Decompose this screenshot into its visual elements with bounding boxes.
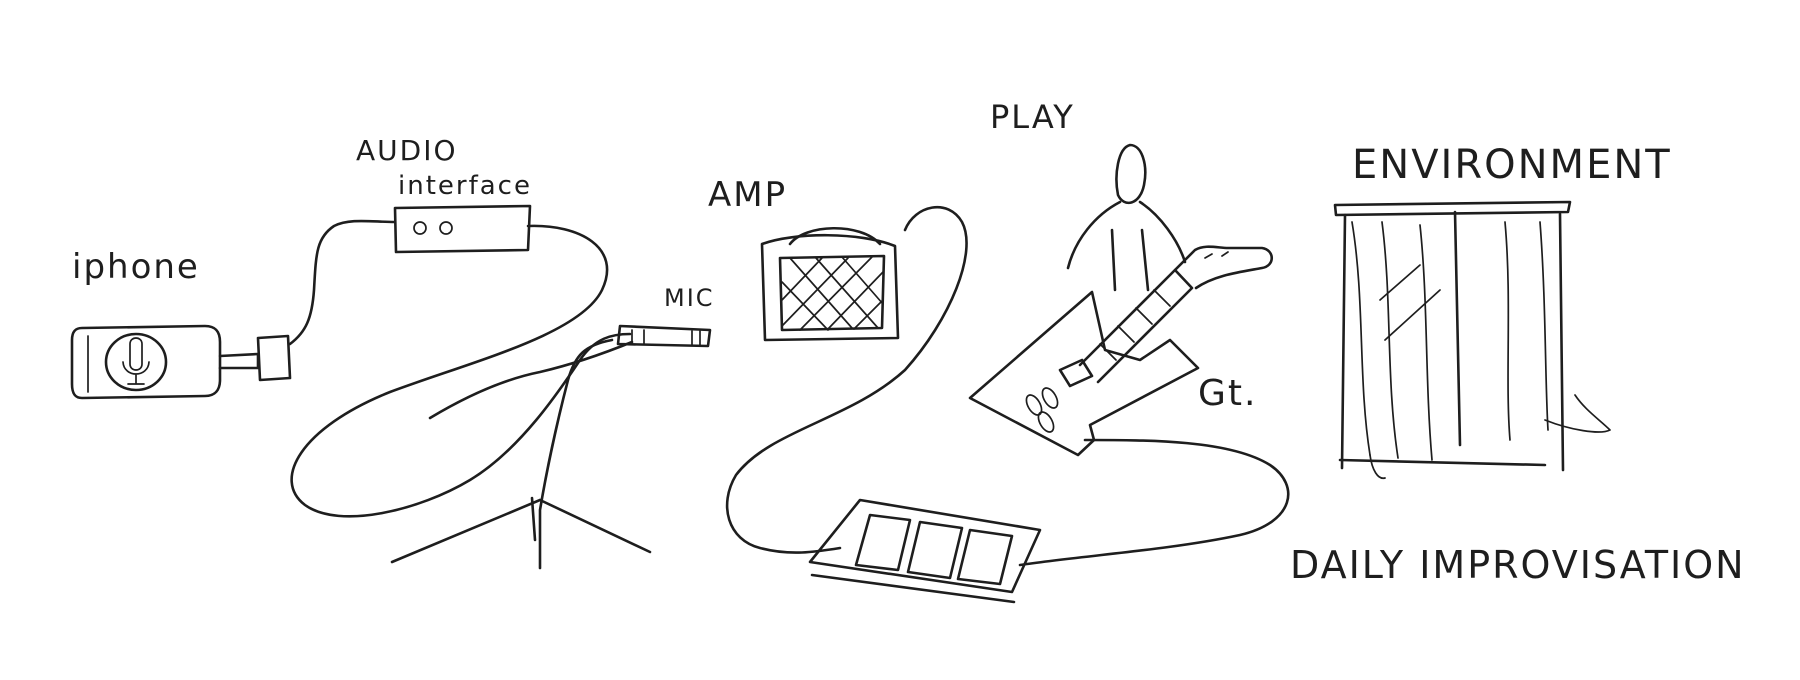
cable-interface-to-mic <box>290 224 632 518</box>
microphone-on-stand-icon <box>390 324 712 570</box>
label-iphone: iphone <box>72 247 200 287</box>
label-environment: ENVIRONMENT <box>1352 142 1672 188</box>
audio-interface-box-icon <box>393 204 532 254</box>
amp-cabinet-icon <box>760 227 900 342</box>
label-daily-improvisation: DAILY IMPROVISATION <box>1290 543 1746 587</box>
label-play: PLAY <box>990 98 1075 136</box>
cable-pedalboard-to-guitar <box>1018 438 1290 567</box>
stick-figure-icon <box>1066 143 1187 292</box>
label-audio: AUDIO <box>356 134 458 167</box>
cable-amp-to-pedalboard <box>725 205 968 554</box>
effects-pedalboard-icon <box>808 498 1042 604</box>
labels: iphone AUDIO interface AMP MIC PLAY Gt. … <box>72 98 1746 587</box>
curtained-window-icon <box>1333 200 1611 480</box>
label-mic: MIC <box>664 284 715 312</box>
cables <box>288 205 1290 567</box>
explorer-guitar-icon <box>968 245 1274 457</box>
label-amp: AMP <box>708 175 787 215</box>
cable-phone-to-interface <box>288 219 397 346</box>
label-gt: Gt. <box>1198 373 1257 414</box>
phone-with-mic-icon <box>70 324 292 400</box>
label-interface: interface <box>398 171 532 201</box>
